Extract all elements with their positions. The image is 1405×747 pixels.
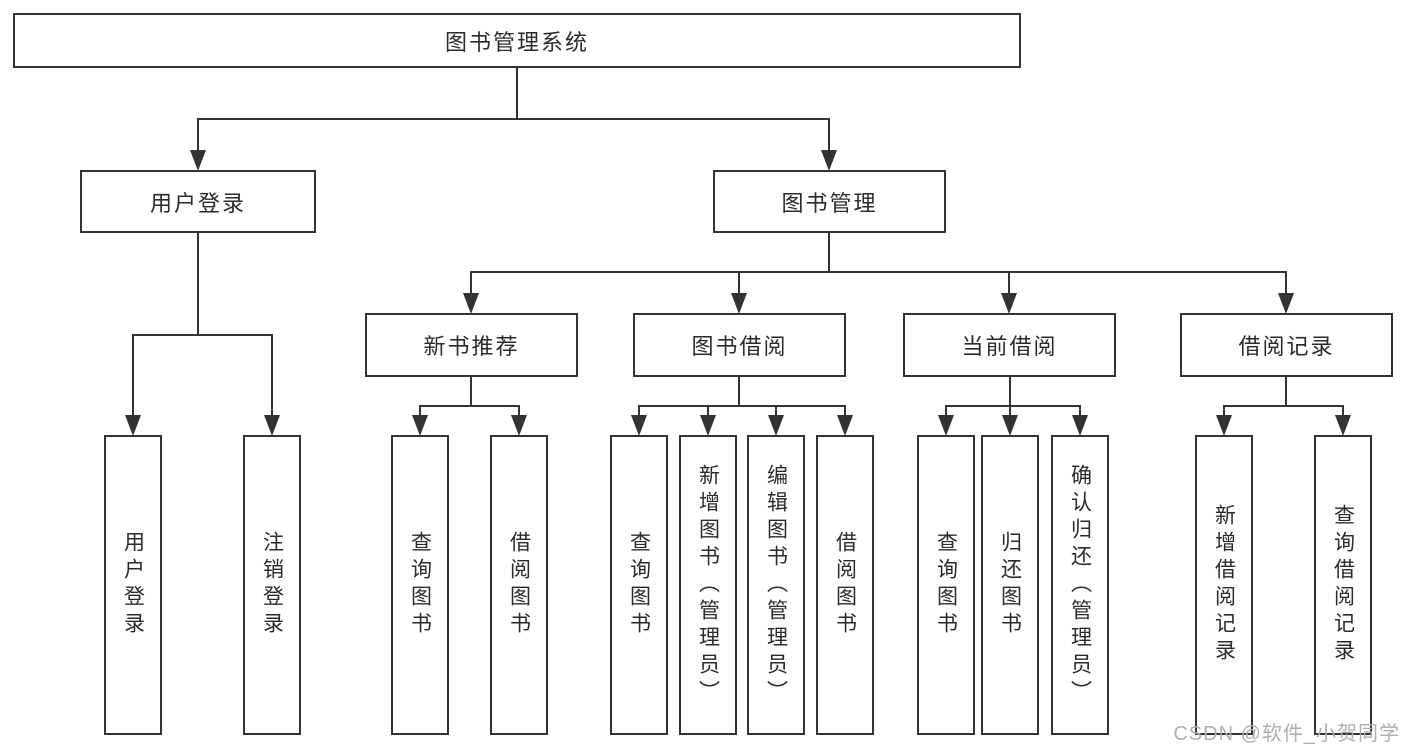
arrowhead: [511, 415, 527, 436]
leaf-return-books: 归还图书: [981, 435, 1039, 735]
connector-current-borrow-to-leaves: [938, 377, 1088, 436]
leaf-edit-books-admin: 编辑图书（管理员）: [747, 435, 805, 735]
arrowhead: [1072, 415, 1088, 436]
leaf-query-books-current: 查询图书: [917, 435, 975, 735]
leaf-query-books-borrow: 查询图书: [610, 435, 668, 735]
node-borrow-records: 借阅记录: [1180, 313, 1393, 377]
connector-book-mgmt-to-level3: [463, 233, 1294, 314]
node-new-book-recommend-label: 新书推荐: [423, 334, 520, 359]
arrowhead: [768, 415, 784, 436]
leaf-add-borrow-record-label: 新增借阅记录: [1212, 504, 1236, 666]
leaf-query-borrow-record-label: 查询借阅记录: [1331, 504, 1355, 666]
connector-new-book-to-leaves: [412, 377, 527, 436]
node-borrow-records-label: 借阅记录: [1238, 334, 1335, 359]
arrowhead: [264, 415, 280, 436]
arrowhead: [731, 293, 747, 314]
node-new-book-recommend: 新书推荐: [365, 313, 578, 377]
leaf-borrow-books-label: 借阅图书: [833, 531, 857, 639]
leaf-query-books-borrow-label: 查询图书: [627, 531, 651, 639]
arrowhead: [190, 150, 206, 171]
arrowhead: [700, 415, 716, 436]
arrowhead: [463, 293, 479, 314]
arrowhead: [1278, 293, 1294, 314]
leaf-borrow-books: 借阅图书: [816, 435, 874, 735]
connector-borrow-records-to-leaves: [1216, 377, 1351, 436]
connector-book-borrow-to-leaves: [631, 377, 853, 436]
leaf-edit-books-admin-label: 编辑图书（管理员）: [764, 463, 788, 707]
leaf-borrow-books-recommend: 借阅图书: [490, 435, 548, 735]
leaf-user-login: 用户登录: [104, 435, 162, 735]
node-book-borrow-label: 图书借阅: [691, 334, 788, 359]
leaf-borrow-books-recommend-label: 借阅图书: [507, 531, 531, 639]
leaf-query-borrow-record: 查询借阅记录: [1314, 435, 1372, 735]
arrowhead: [938, 415, 954, 436]
connector-root-to-level2: [190, 68, 837, 171]
leaf-logout-label: 注销登录: [260, 531, 284, 639]
arrowhead: [1002, 415, 1018, 436]
arrowhead: [1216, 415, 1232, 436]
arrowhead: [821, 150, 837, 171]
node-current-borrow-label: 当前借阅: [961, 334, 1058, 359]
csdn-watermark: CSDN @软件_小贺同学: [1173, 723, 1400, 745]
connector-user-login-to-leaves: [125, 233, 280, 436]
node-root: 图书管理系统: [13, 13, 1021, 68]
arrowhead: [412, 415, 428, 436]
arrowhead: [631, 415, 647, 436]
node-user-login-label: 用户登录: [149, 190, 246, 216]
leaf-add-books-admin: 新增图书（管理员）: [679, 435, 737, 735]
leaf-logout: 注销登录: [243, 435, 301, 735]
leaf-return-books-label: 归还图书: [998, 531, 1022, 639]
node-current-borrow: 当前借阅: [903, 313, 1116, 377]
node-book-borrow: 图书借阅: [633, 313, 846, 377]
leaf-add-books-admin-label: 新增图书（管理员）: [696, 463, 720, 707]
arrowhead: [125, 415, 141, 436]
node-book-mgmt: 图书管理: [713, 170, 946, 233]
leaf-confirm-return-admin: 确认归还（管理员）: [1051, 435, 1109, 735]
arrowhead: [837, 415, 853, 436]
arrowhead: [1335, 415, 1351, 436]
arrowhead: [1001, 293, 1017, 314]
leaf-query-books-current-label: 查询图书: [934, 531, 958, 639]
leaf-query-books-recommend-label: 查询图书: [408, 531, 432, 639]
node-user-login: 用户登录: [80, 170, 316, 233]
leaf-add-borrow-record: 新增借阅记录: [1195, 435, 1253, 735]
leaf-confirm-return-admin-label: 确认归还（管理员）: [1068, 463, 1092, 707]
node-root-label: 图书管理系统: [444, 29, 589, 55]
leaf-query-books-recommend: 查询图书: [391, 435, 449, 735]
node-book-mgmt-label: 图书管理: [781, 190, 878, 216]
leaf-user-login-label: 用户登录: [121, 531, 145, 639]
